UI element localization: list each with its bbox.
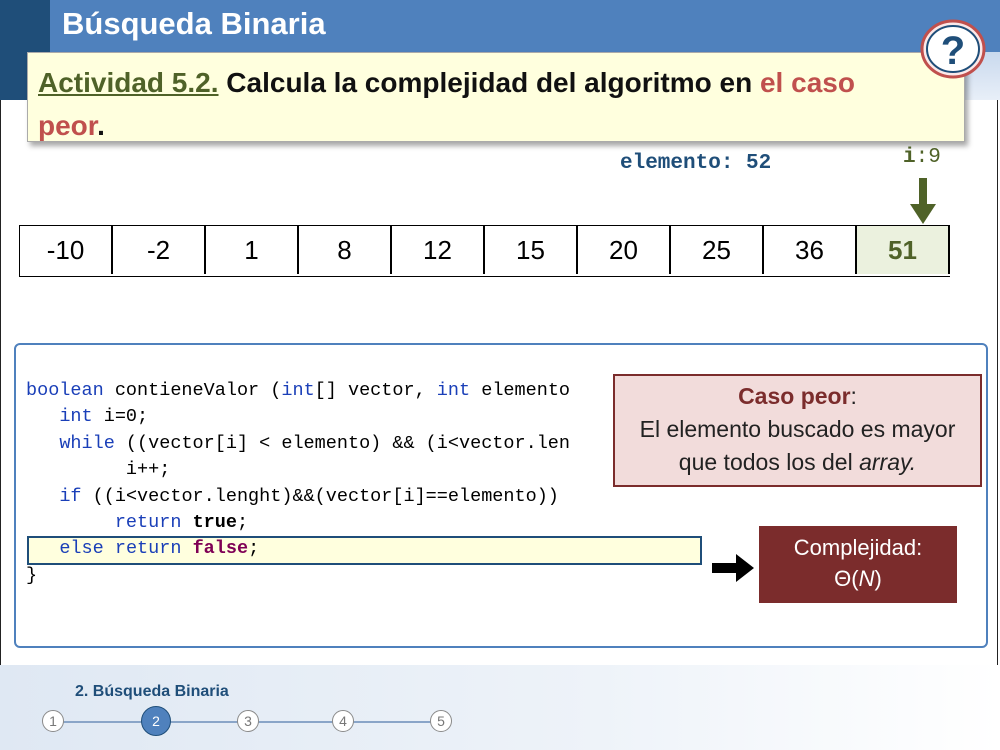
code-keyword: return xyxy=(114,512,182,534)
worst-case-colon: : xyxy=(850,383,857,409)
code-keyword: int xyxy=(436,380,471,401)
complexity-close: ) xyxy=(874,566,882,591)
code-text: ; xyxy=(236,512,249,534)
worst-case-line-2: que todos los del xyxy=(678,449,860,475)
activity-end: . xyxy=(97,110,105,141)
code-text: [] vector, xyxy=(314,380,437,401)
activity-highlight: el caso xyxy=(759,67,855,98)
activity-highlight-2: peor xyxy=(38,110,98,141)
worst-case-array: array. xyxy=(859,449,917,475)
code-text: elemento xyxy=(470,380,571,401)
activity-number: Actividad 5.2. xyxy=(38,67,219,98)
complexity-theta: Θ( xyxy=(834,566,859,591)
footer-section-title: 2. Búsqueda Binaria xyxy=(75,683,229,700)
header-bar xyxy=(0,0,1000,52)
code-text: contieneValor ( xyxy=(103,380,282,401)
step-3[interactable]: 3 xyxy=(237,710,259,732)
index-name: i xyxy=(903,146,916,169)
question-mark-icon[interactable]: ? xyxy=(920,18,986,80)
step-1[interactable]: 1 xyxy=(42,710,64,732)
code-line-3: while ((vector[i] < elemento) && (i<vect… xyxy=(26,433,570,454)
highlighted-code-line xyxy=(27,536,702,565)
index-label: i:9 xyxy=(903,146,941,169)
code-line-6: return true; xyxy=(26,512,248,533)
footer xyxy=(0,665,1000,750)
code-line-1: boolean contieneValor (int[] vector, int… xyxy=(26,380,570,401)
code-text: ((vector[i] < elemento) && (i<vector.len xyxy=(114,432,571,454)
complexity-box: Complejidad: Θ(N) xyxy=(759,526,957,603)
worst-case-line-1: El elemento buscado es mayor xyxy=(639,416,956,442)
array-cell: 8 xyxy=(299,226,392,274)
step-4[interactable]: 4 xyxy=(332,710,354,732)
code-line-5: if ((i<vector.lenght)&&(vector[i]==eleme… xyxy=(26,486,559,507)
code-line-4: i++; xyxy=(26,459,170,480)
array-cell: 1 xyxy=(206,226,299,274)
code-line-2: int i=0; xyxy=(26,406,148,427)
svg-text:?: ? xyxy=(941,29,965,73)
index-value: :9 xyxy=(915,146,941,169)
code-literal: false xyxy=(192,538,249,560)
activity-box: Actividad 5.2. Calcula la complejidad de… xyxy=(27,52,965,142)
code-keyword: while xyxy=(59,432,115,454)
array-cell-highlighted: 51 xyxy=(857,226,950,274)
array-cell: -10 xyxy=(20,226,113,274)
code-text: i=0; xyxy=(92,406,149,428)
code-text: ; xyxy=(248,538,260,560)
arrow-right-icon xyxy=(712,554,754,582)
code-text: ((i<vector.lenght)&&(vector[i]==elemento… xyxy=(81,485,559,507)
code-block: boolean contieneValor (int[] vector, int… xyxy=(26,378,570,589)
worst-case-box: Caso peor: El elemento buscado es mayor … xyxy=(613,374,982,487)
code-keyword: if xyxy=(59,485,82,507)
code-keyword: boolean xyxy=(26,380,104,401)
code-keyword: int xyxy=(281,380,315,401)
step-2-active[interactable]: 2 xyxy=(141,706,171,736)
slide-title: Búsqueda Binaria xyxy=(62,6,326,41)
arrow-down-icon xyxy=(910,178,936,224)
code-keyword: int xyxy=(59,406,93,428)
code-literal: true xyxy=(192,512,237,534)
array-row: -10 -2 1 8 12 15 20 25 36 51 xyxy=(19,225,950,277)
array-cell: 25 xyxy=(671,226,764,274)
array-cell: 36 xyxy=(764,226,857,274)
array-cell: 20 xyxy=(578,226,671,274)
complexity-label: Complejidad: xyxy=(793,535,923,560)
array-cell: -2 xyxy=(113,226,206,274)
code-line-8: } xyxy=(26,564,38,586)
array-cell: 15 xyxy=(485,226,578,274)
code-keyword: else xyxy=(59,538,104,560)
complexity-n: N xyxy=(858,566,875,591)
code-line-7: else return false; xyxy=(26,538,259,559)
code-text: i++; xyxy=(125,459,171,481)
activity-text: Calcula la complejidad del algoritmo en xyxy=(226,67,760,98)
code-keyword: return xyxy=(114,538,182,560)
worst-case-title: Caso peor xyxy=(738,383,851,409)
elemento-label: elemento: 52 xyxy=(620,152,772,175)
step-5[interactable]: 5 xyxy=(430,710,452,732)
array-cell: 12 xyxy=(392,226,485,274)
